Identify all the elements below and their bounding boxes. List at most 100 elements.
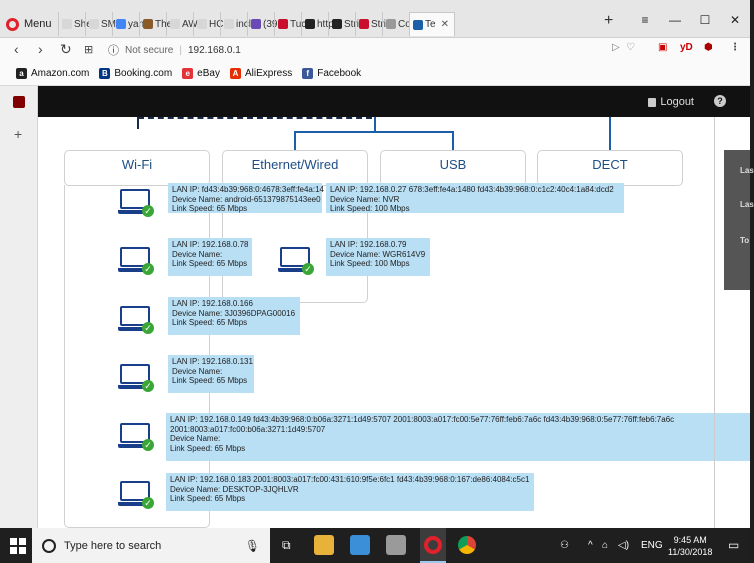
taskbar-clock[interactable]: 9:45 AM 11/30/2018 — [668, 534, 712, 558]
people-icon[interactable]: ⚇ — [560, 540, 569, 551]
photos-app-icon[interactable] — [386, 535, 406, 555]
tab-label: incl — [236, 18, 252, 30]
bookmark-favicon-icon: B — [99, 68, 111, 79]
ethernet-device-2[interactable]: ✓ — [278, 245, 314, 279]
browser-tab[interactable]: The — [139, 12, 172, 36]
show-hidden-icons[interactable]: ^ — [588, 540, 593, 551]
sidebar-add-icon[interactable]: + — [14, 126, 23, 142]
laptop-icon — [120, 423, 150, 443]
bookmark-heart-icon[interactable]: ♡ — [626, 42, 635, 53]
tab-label: (39 — [263, 18, 278, 30]
wifi-device-1[interactable]: ✓ — [118, 187, 154, 221]
tab-favicon-icon — [359, 19, 369, 29]
category-wifi[interactable]: Wi-Fi — [64, 150, 210, 186]
logout-link[interactable]: Logout — [648, 96, 694, 108]
tab-label: Tuc — [290, 18, 307, 30]
bookmark-favicon-icon: a — [16, 68, 27, 79]
network-icon[interactable]: ⌂ — [602, 540, 609, 551]
speed-dial-icon[interactable]: ⊞ — [84, 44, 94, 56]
task-view-icon[interactable]: ⧉ — [282, 538, 291, 552]
language-indicator[interactable]: ENG — [641, 540, 663, 551]
sidebar-ublock-icon[interactable] — [13, 96, 25, 108]
browser-tab[interactable]: http — [301, 12, 334, 36]
microphone-icon[interactable]: 🎙 — [244, 538, 260, 553]
connected-check-icon: ✓ — [142, 497, 154, 509]
browser-tab[interactable]: SM — [85, 12, 116, 36]
maximize-icon[interactable]: ☐ — [699, 13, 711, 27]
opera-sidebar: + — [0, 86, 38, 528]
url-separator: | — [179, 44, 182, 56]
action-center-icon[interactable]: ▭ — [728, 538, 740, 552]
address-bar: ‹ › ↻ ⊞ ⓘ Not secure | 192.168.0.1 ▷ ♡ ▣… — [0, 38, 750, 62]
taskbar-search-box[interactable]: Type here to search 🎙 — [32, 528, 270, 563]
browser-tab[interactable]: Co — [382, 12, 411, 36]
bookmark-label: eBay — [197, 68, 220, 79]
yandex-extension-icon[interactable]: yD — [680, 42, 693, 53]
opera-menu-button[interactable]: Menu — [6, 14, 52, 34]
close-tab-icon[interactable]: ✕ — [440, 19, 449, 30]
ublock-shield-icon[interactable]: ⬢ — [704, 42, 713, 53]
bookmark-label: Amazon.com — [31, 68, 90, 79]
snapshot-icon[interactable]: ▷ — [612, 42, 620, 53]
browser-tab[interactable]: HC — [193, 12, 223, 36]
wifi-device-3[interactable]: ✓ — [118, 304, 154, 338]
content-right-border — [714, 117, 715, 528]
tab-label: Stri — [371, 18, 386, 30]
wifi-device-4[interactable]: ✓ — [118, 362, 154, 396]
reload-icon[interactable]: ↻ — [60, 41, 72, 57]
volume-icon[interactable]: ◁) — [618, 540, 630, 551]
category-usb[interactable]: USB — [380, 150, 526, 186]
tab-favicon-icon — [278, 19, 288, 29]
tab-favicon-icon — [197, 19, 207, 29]
info-icon[interactable]: ⓘ — [108, 45, 119, 57]
tab-favicon-icon — [251, 19, 261, 29]
connected-check-icon: ✓ — [142, 205, 154, 217]
side-status-panel: Las Las To — [724, 150, 754, 290]
tab-label: Co — [398, 18, 411, 30]
help-icon[interactable]: ? — [714, 95, 726, 107]
browser-tab[interactable]: She — [58, 12, 92, 36]
browser-tab[interactable]: (39 — [247, 12, 278, 36]
browser-tab[interactable]: Stri — [355, 12, 386, 36]
browser-tab[interactable]: yan — [112, 12, 144, 36]
easy-setup-icon[interactable]: ⋮ — [730, 42, 740, 53]
wifi-device-6[interactable]: ✓ — [118, 479, 154, 513]
ethernet-link-line — [294, 131, 296, 151]
close-window-icon[interactable]: ✕ — [729, 13, 741, 27]
forward-icon[interactable]: › — [38, 41, 43, 57]
connected-check-icon: ✓ — [142, 263, 154, 275]
wifi-device-2-info: LAN IP: 192.168.0.78 Device Name: Link S… — [168, 238, 252, 276]
category-ethernet[interactable]: Ethernet/Wired — [222, 150, 368, 186]
browser-tab[interactable]: AW — [166, 12, 198, 36]
bookmark-favicon-icon: A — [229, 68, 241, 79]
tab-menu-icon[interactable]: ≡ — [641, 13, 649, 27]
wifi-device-5[interactable]: ✓ — [118, 421, 154, 455]
ethernet-device-1-info: LAN IP: 192.168.0.27 678:3eff:fe4a:1480 … — [326, 183, 624, 213]
category-dect[interactable]: DECT — [537, 150, 683, 186]
bookmark-item[interactable]: a Amazon.com — [16, 68, 89, 79]
clock-date: 11/30/2018 — [668, 547, 713, 557]
store-app-icon[interactable] — [350, 535, 370, 555]
window-controls: ≡ — ☐ ✕ — [630, 10, 750, 30]
file-explorer-icon[interactable] — [314, 535, 334, 555]
active-browser-tab[interactable]: Te✕ — [409, 12, 455, 36]
windows-start-icon[interactable] — [10, 538, 26, 554]
url-field[interactable]: ⓘ Not secure | 192.168.0.1 — [108, 41, 648, 59]
new-tab-button[interactable]: + — [604, 12, 614, 29]
back-icon[interactable]: ‹ — [14, 41, 19, 57]
connected-check-icon: ✓ — [142, 380, 154, 392]
browser-tab[interactable]: Tuc — [274, 12, 306, 36]
wifi-device-2[interactable]: ✓ — [118, 245, 154, 279]
chrome-taskbar-icon[interactable] — [458, 536, 476, 554]
ublock-extension-icon[interactable]: ▣ — [658, 42, 668, 53]
browser-tab[interactable]: Stri — [328, 12, 359, 36]
minimize-icon[interactable]: — — [669, 13, 681, 27]
browser-tab[interactable]: incl — [220, 12, 251, 36]
